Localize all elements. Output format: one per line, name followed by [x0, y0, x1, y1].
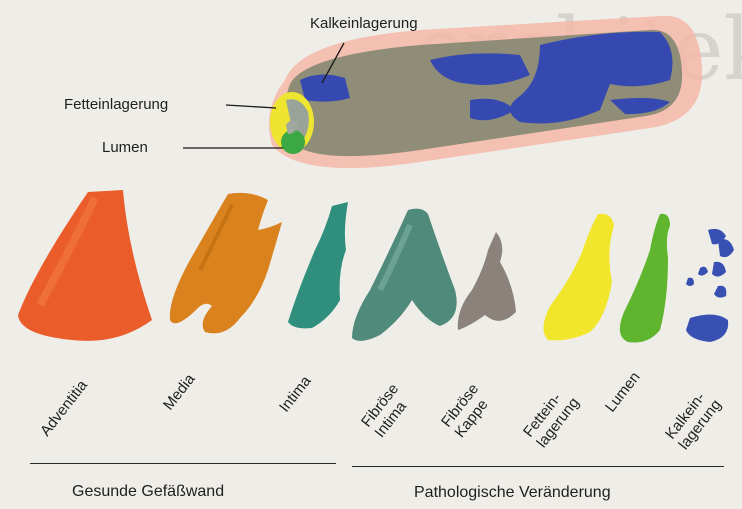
healthy-group-line	[30, 463, 336, 464]
pathological-group-line	[352, 466, 724, 467]
fibroese-kappe-shape	[458, 232, 516, 330]
lumen-shape	[620, 214, 670, 343]
healthy-group-label: Gesunde Gefäßwand	[72, 483, 224, 501]
intima-shape	[288, 202, 348, 328]
kalkeinlagerung-shape	[686, 229, 734, 342]
fetteinlagerung-shape	[543, 214, 614, 341]
label-calcification: Kalkeinlagerung	[310, 15, 418, 32]
fibroese-intima-shape	[352, 209, 457, 341]
vessel-lumen	[281, 130, 305, 154]
label-lumen: Lumen	[102, 139, 148, 156]
pathological-group-label: Pathologische Veränderung	[414, 484, 611, 502]
vessel-illustration	[269, 16, 702, 168]
label-fat: Fetteinlagerung	[64, 96, 168, 113]
pointer-fat	[226, 105, 276, 108]
